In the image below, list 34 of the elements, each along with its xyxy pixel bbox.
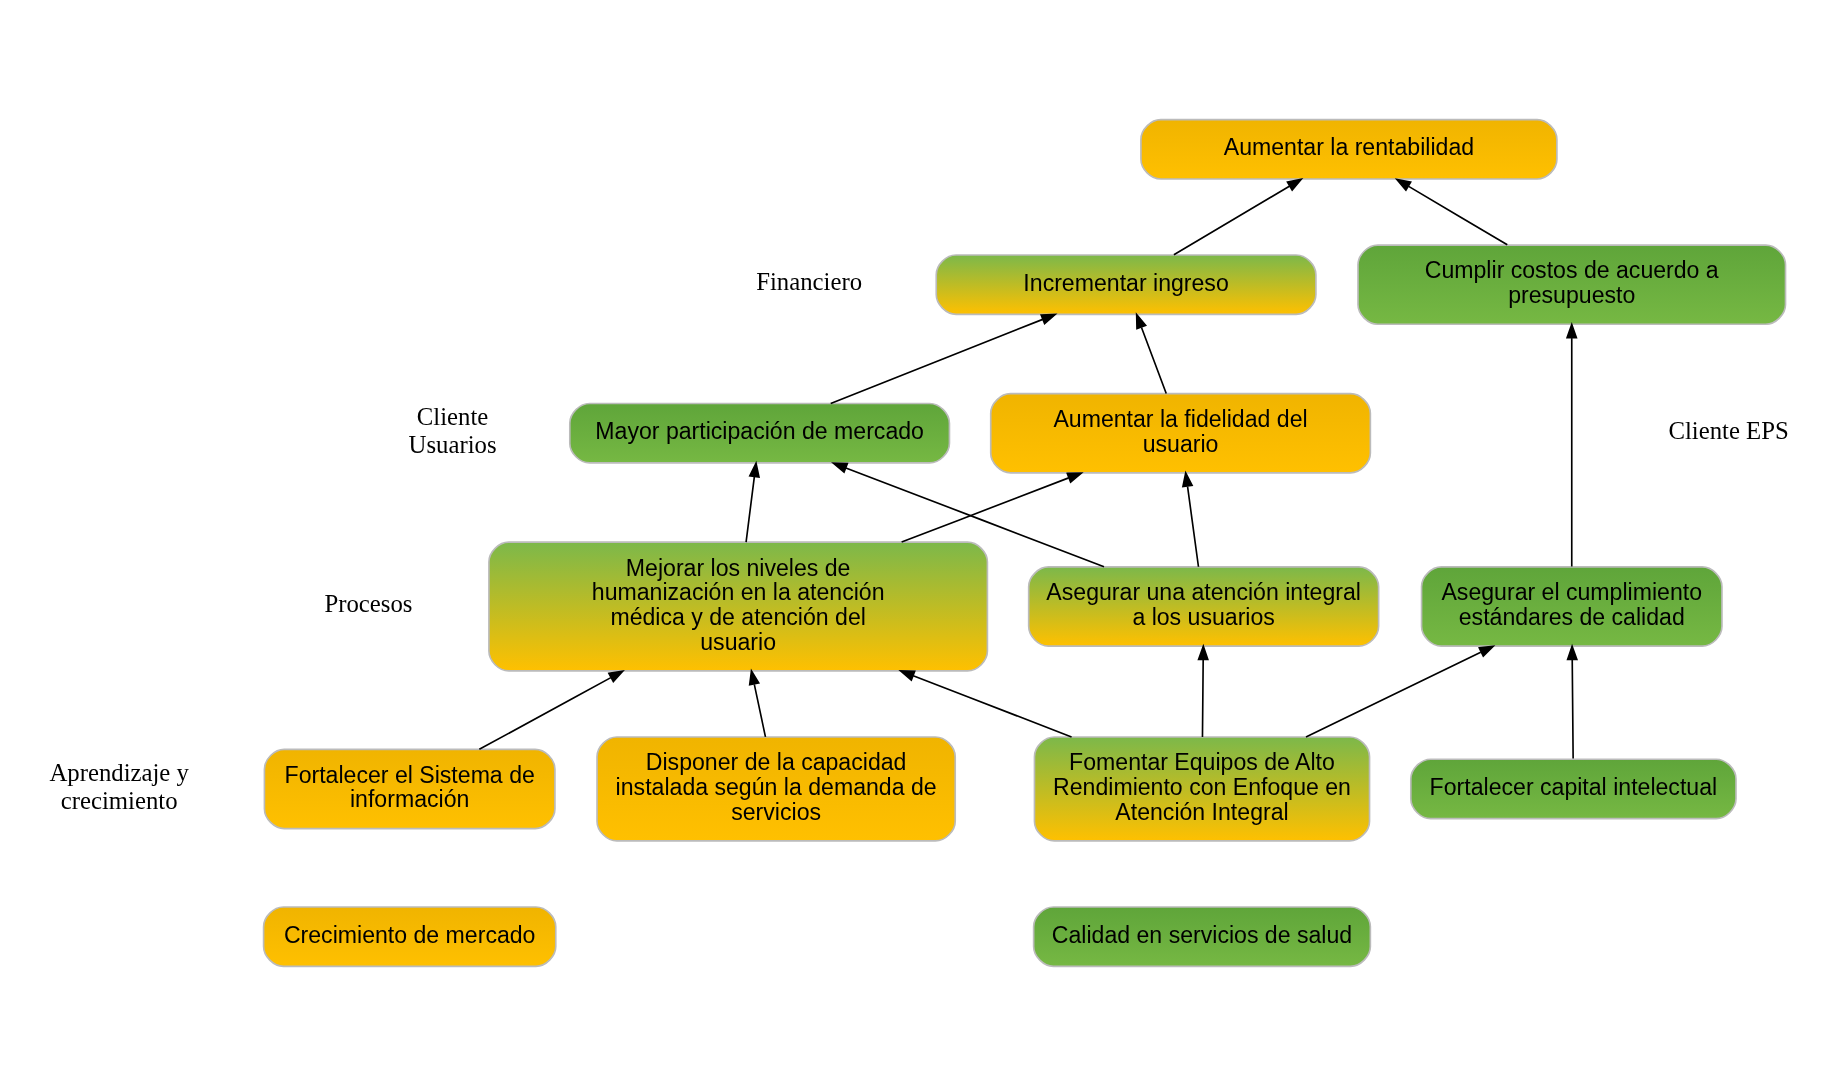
arrow: [745, 460, 760, 543]
label: Aprendizaje y crecimiento: [49, 758, 189, 814]
node-box: Fortalecer el Sistema de información: [263, 748, 556, 830]
arrow: [1135, 312, 1168, 395]
arrow: [1565, 321, 1578, 568]
node-box: Aumentar la fidelidad del usuario: [989, 392, 1372, 474]
node-box: Asegurar una atención integral a los usuarios: [1027, 566, 1380, 647]
node-box: Cumplir costos de acuerdo a presupuesto: [1357, 244, 1787, 326]
label: Cliente EPS: [1668, 417, 1789, 445]
arrow: [1181, 470, 1200, 568]
node-box: Mejorar los niveles de humanización en la atención médica y de atención del usuario: [488, 541, 989, 672]
node-box: Disponer de la capacidad instalada según la demanda de servicios: [596, 736, 957, 842]
arrow: [829, 313, 1058, 405]
label: Cliente Usuarios: [408, 402, 497, 459]
node-box: Crecimiento de mercado: [262, 906, 557, 968]
node-box: Incrementar ingreso: [935, 254, 1317, 316]
arrow: [1305, 645, 1496, 738]
arrow: [478, 669, 625, 751]
node-box: Fomentar Equipos de Alto Rendimiento con Enfoque en Atención Integral: [1033, 736, 1371, 842]
arrow: [1566, 643, 1579, 760]
arrow: [900, 472, 1084, 543]
node-box: Calidad en servicios de salud: [1032, 906, 1372, 968]
arrow: [1197, 643, 1209, 738]
arrow: [898, 670, 1073, 738]
label: Procesos: [324, 590, 413, 618]
arrow: [1173, 177, 1304, 256]
node-box: Mayor participación de mercado: [568, 402, 951, 464]
node-box: Asegurar el cumplimiento estándares de calidad: [1420, 566, 1723, 647]
arrow: [831, 462, 1105, 568]
arrow: [1394, 178, 1509, 246]
node-box: Fortalecer capital intelectual: [1410, 758, 1737, 820]
node-box: Aumentar la rentabilidad: [1140, 118, 1558, 180]
arrow: [748, 668, 767, 738]
label: Financiero: [756, 268, 863, 296]
